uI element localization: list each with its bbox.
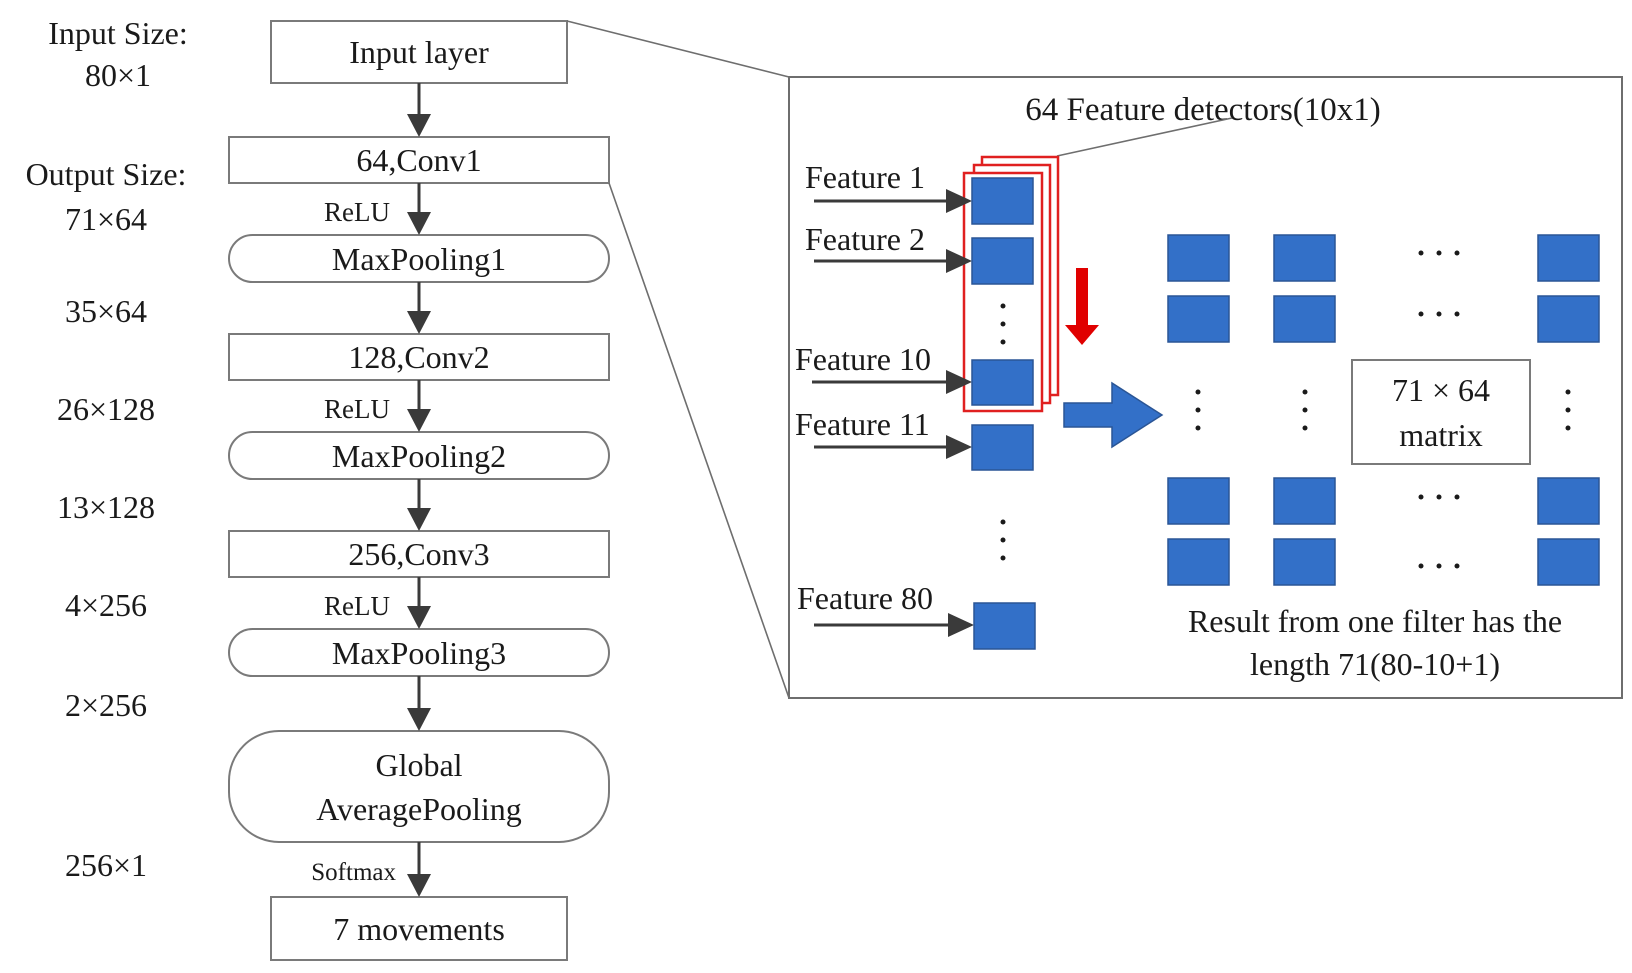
filters-label: 64 Feature detectors(10x1) — [1025, 92, 1381, 128]
feature-11-arrow — [946, 435, 972, 459]
feature-1-arrow — [946, 189, 972, 213]
layer-maxpool2-label: MaxPooling2 — [332, 438, 506, 474]
feature-10: Feature 10 — [795, 341, 1034, 406]
matrix-label-line1: 71 × 64 — [1392, 372, 1490, 408]
layer-output-box — [270, 896, 568, 961]
matrix-cell — [1537, 234, 1600, 282]
feature-11-label: Feature 11 — [795, 406, 930, 442]
feature-2-cell — [971, 237, 1034, 285]
flow-arrow-gap-output — [407, 842, 431, 897]
feature-2: Feature 2 — [805, 221, 1034, 285]
output-size-conv1: 71×64 — [65, 201, 147, 237]
layer-global-average-pooling: Global AveragePooling — [228, 730, 610, 843]
output-size-label: Output Size: — [26, 156, 187, 192]
matrix-label-line2: matrix — [1399, 417, 1483, 453]
result-matrix: 71 × 64 matrix — [1167, 234, 1600, 586]
output-size-maxpool3: 2×256 — [65, 687, 147, 723]
output-size-maxpool1: 35×64 — [65, 293, 147, 329]
matrix-cell — [1167, 538, 1230, 586]
layer-conv1-label: 64,Conv1 — [356, 142, 481, 178]
layer-input-box — [270, 20, 568, 84]
zoom-connector-bottom — [608, 182, 790, 699]
activation-relu-3: ReLU — [324, 591, 390, 621]
flow-arrow-maxpool3-gap — [407, 676, 431, 731]
matrix-cell — [1537, 538, 1600, 586]
flow-arrow-maxpool2-conv3 — [407, 479, 431, 531]
matrix-cell — [1167, 234, 1230, 282]
caption-line2: length 71(80-10+1) — [1250, 646, 1500, 682]
layer-output: 7 movements — [270, 896, 568, 961]
feature-2-label: Feature 2 — [805, 221, 925, 257]
layer-maxpool3-label: MaxPooling3 — [332, 635, 506, 671]
zoom-connector-top — [566, 20, 790, 78]
caption-line1: Result from one filter has the — [1188, 603, 1562, 639]
matrix-cell — [1167, 477, 1230, 525]
input-size-value: 80×1 — [85, 57, 151, 93]
layer-maxpool1-label: MaxPooling1 — [332, 241, 506, 277]
flow-arrow-input-conv1 — [407, 83, 431, 137]
layer-input: Input layer — [270, 20, 568, 84]
feature-80-label: Feature 80 — [797, 580, 933, 616]
feature-80-cell — [973, 602, 1036, 650]
output-size-conv2: 26×128 — [57, 391, 155, 427]
result-arrow — [1063, 381, 1164, 449]
matrix-cell — [1537, 477, 1600, 525]
filter-ellipsis — [1000, 303, 1006, 345]
layer-maxpool3: MaxPooling3 — [228, 628, 610, 677]
layer-gap-label-line1: Global — [375, 747, 462, 783]
matrix-column-ellipsis — [1195, 389, 1571, 431]
activation-softmax: Softmax — [311, 859, 396, 886]
flow-arrow-maxpool1-conv2 — [407, 282, 431, 334]
feature-11: Feature 11 — [795, 406, 1034, 471]
feature-11-cell — [971, 424, 1034, 471]
layer-conv3: 256,Conv3 — [228, 530, 610, 578]
matrix-row-ellipsis — [1418, 250, 1460, 569]
matrix-cell — [1273, 295, 1336, 343]
flow-arrow-conv1-maxpool1 — [407, 183, 431, 235]
layer-conv3-label: 256,Conv3 — [348, 536, 489, 572]
feature-1-cell — [971, 177, 1034, 225]
layer-conv2-box — [228, 333, 610, 381]
feature-2-arrow — [946, 249, 972, 273]
input-size-label: Input Size: — [48, 15, 188, 51]
layer-gap-label-line2: AveragePooling — [316, 791, 522, 827]
layer-maxpool1: MaxPooling1 — [228, 234, 610, 283]
layer-conv1: 64,Conv1 — [228, 136, 610, 184]
layer-conv1-box — [228, 136, 610, 184]
layer-output-label: 7 movements — [333, 911, 505, 947]
feature-1-label: Feature 1 — [805, 159, 925, 195]
layer-conv2-label: 128,Conv2 — [348, 339, 489, 375]
layer-input-label: Input layer — [349, 34, 489, 70]
slide-direction-arrow — [1065, 268, 1099, 345]
feature-80-arrow — [948, 613, 974, 637]
flow-arrow-conv3-maxpool3 — [407, 577, 431, 629]
feature-10-cell — [971, 359, 1034, 406]
matrix-cell — [1537, 295, 1600, 343]
output-size-conv3: 4×256 — [65, 587, 147, 623]
activation-relu-2: ReLU — [324, 394, 390, 424]
matrix-label-box — [1351, 359, 1531, 465]
matrix-cell — [1167, 295, 1230, 343]
layer-conv2: 128,Conv2 — [228, 333, 610, 381]
feature-10-arrow — [946, 370, 972, 394]
matrix-cell — [1273, 477, 1336, 525]
filters-label-leader — [1056, 117, 1233, 157]
feature-ellipsis — [1000, 519, 1006, 561]
flow-arrow-conv2-maxpool2 — [407, 380, 431, 432]
matrix-cell — [1273, 538, 1336, 586]
feature-80: Feature 80 — [797, 580, 1036, 650]
feature-10-label: Feature 10 — [795, 341, 931, 377]
matrix-cell — [1273, 234, 1336, 282]
activation-relu-1: ReLU — [324, 197, 390, 227]
feature-1: Feature 1 — [805, 159, 1034, 225]
layer-maxpool2: MaxPooling2 — [228, 431, 610, 480]
output-size-gap: 256×1 — [65, 847, 147, 883]
output-size-maxpool2: 13×128 — [57, 489, 155, 525]
